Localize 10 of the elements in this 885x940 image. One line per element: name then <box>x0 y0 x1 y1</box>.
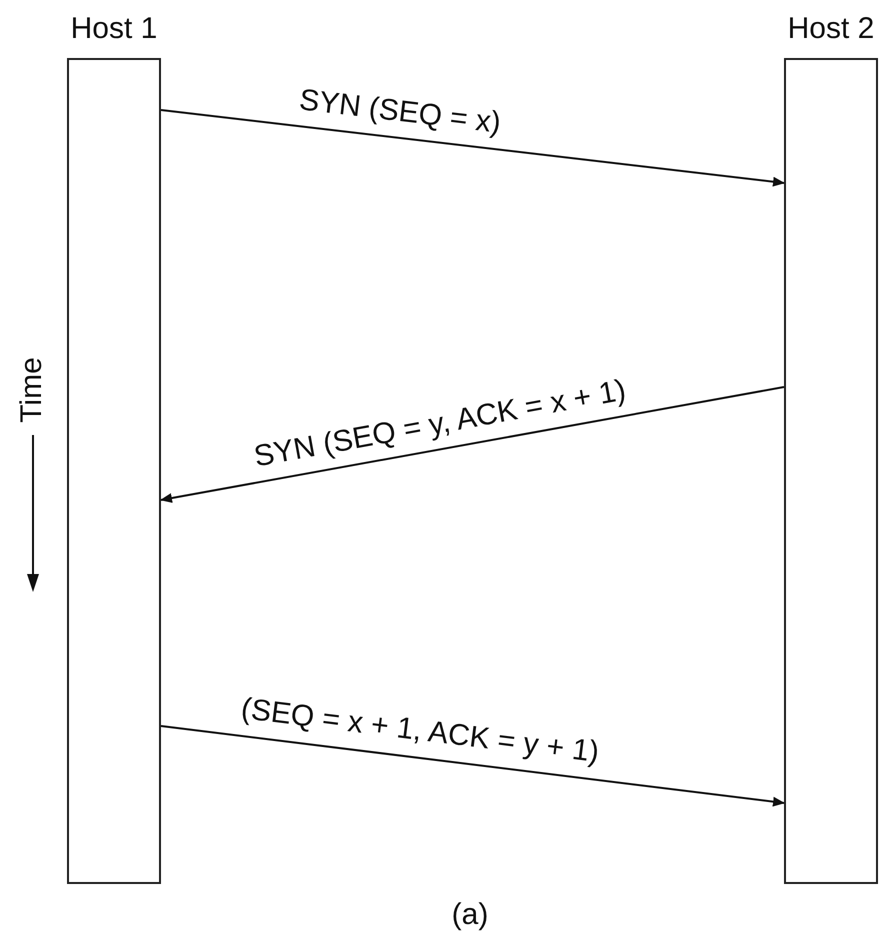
host-label: Host 1 <box>70 14 158 44</box>
message-arrow <box>160 725 785 807</box>
edge-label: (SEQ = x + 1, ACK = y + 1) <box>239 694 601 768</box>
message-arrow <box>160 109 785 187</box>
host-label: Host 2 <box>788 14 874 44</box>
message-arrow <box>160 386 784 503</box>
edge-label: SYN (SEQ = y, ACK = x + 1) <box>252 376 628 472</box>
edge-label: SYN (SEQ = x) <box>298 85 502 139</box>
caption: (a) <box>452 900 488 930</box>
axis-label: Time <box>17 357 47 423</box>
